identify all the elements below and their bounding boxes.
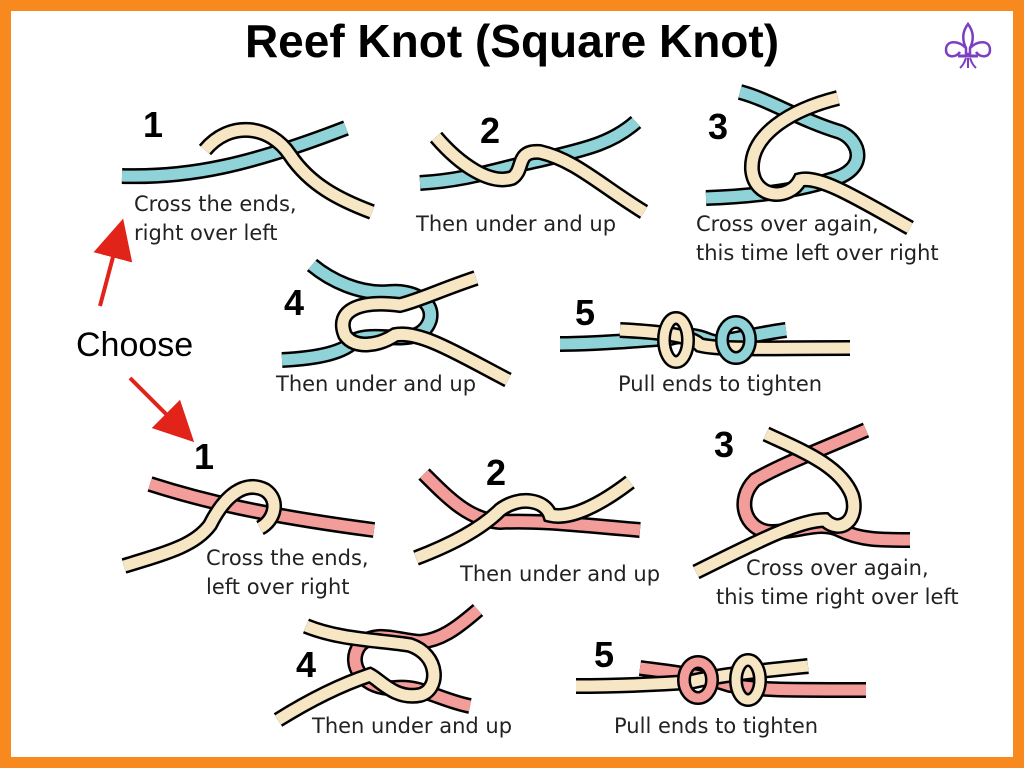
top-step1-number: 1 [143, 104, 164, 145]
bottom-step3-rope-illustration [692, 422, 911, 580]
caption-line: Cross the ends, [134, 192, 297, 216]
bottom-step5-number: 5 [594, 634, 615, 675]
bottom-step2-caption: Then under and up [460, 560, 660, 589]
bottom-step1-caption: Cross the ends, left over right [206, 544, 369, 602]
caption-line: Then under and up [460, 562, 661, 586]
top-step4-rope-illustration [281, 258, 512, 388]
top-step3-number: 3 [708, 106, 729, 147]
bottom-step2-number: 2 [486, 452, 507, 493]
page-title: Reef Knot (Square Knot) [244, 15, 780, 67]
caption-line: Pull ends to tighten [614, 714, 819, 738]
caption-line: Then under and up [416, 212, 617, 236]
top-step4-caption: Then under and up [276, 370, 476, 399]
bottom-step3-number: 3 [714, 424, 735, 465]
arrow-down-to-bottom-sequence [128, 376, 195, 443]
caption-line: Cross over again, [696, 212, 879, 236]
top-step1-rope-illustration [121, 120, 375, 220]
bottom-step2-rope-illustration [413, 468, 641, 566]
bottom-step1-number: 1 [194, 436, 215, 477]
top-step5-rope-illustration [559, 311, 851, 369]
caption-line: Pull ends to tighten [618, 372, 823, 396]
top-step2-caption: Then under and up [416, 210, 616, 239]
caption-line: Cross over again, [746, 556, 929, 580]
bottom-step5-rope-illustration [575, 653, 867, 707]
caption-line: Then under and up [276, 372, 477, 396]
caption-line: right over left [134, 221, 278, 245]
top-step1-caption: Cross the ends, right over left [134, 190, 297, 248]
top-step2-number: 2 [480, 110, 501, 151]
bottom-step1-rope-illustration [121, 476, 376, 574]
top-step3-rope-illustration [705, 84, 914, 235]
top-step5-number: 5 [575, 292, 596, 333]
top-step5-caption: Pull ends to tighten [618, 370, 822, 399]
caption-line: left over right [206, 575, 350, 599]
fleur-de-lis-icon [944, 21, 992, 69]
choose-label: Choose [76, 326, 194, 364]
caption-line: this time right over left [716, 585, 959, 609]
caption-line: this time left over right [696, 241, 939, 265]
caption-line: Cross the ends, [206, 546, 369, 570]
bottom-step4-rope-illustration [273, 603, 484, 727]
bottom-step4-number: 4 [296, 644, 317, 685]
bottom-step3-caption: Cross over again, this time right over l… [716, 554, 959, 612]
bottom-step5-caption: Pull ends to tighten [614, 712, 818, 741]
caption-line: Then under and up [312, 714, 513, 738]
bottom-step4-caption: Then under and up [312, 712, 512, 741]
arrow-up-to-top-sequence [93, 218, 133, 307]
top-step2-rope-illustration [419, 115, 649, 219]
top-step3-caption: Cross over again, this time left over ri… [696, 210, 939, 268]
top-step4-number: 4 [284, 282, 305, 323]
